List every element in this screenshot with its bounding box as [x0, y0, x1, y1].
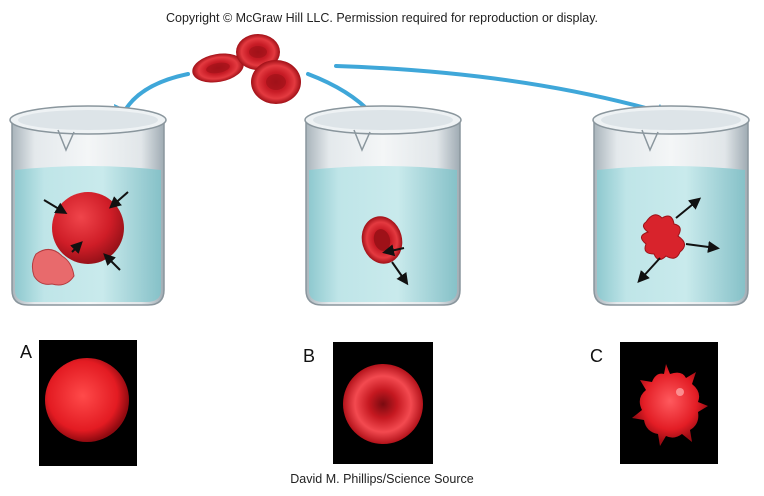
- panel-label-c: C: [590, 346, 603, 366]
- osmosis-diagram: [9, 34, 750, 306]
- crenated-cell: [637, 197, 720, 283]
- crenated-cell-photo: [620, 342, 718, 464]
- photo-credit: David M. Phillips/Science Source: [290, 472, 474, 486]
- swollen-cell: [31, 191, 129, 286]
- panel-label-a: A: [20, 342, 33, 362]
- floating-red-blood-cells: [192, 34, 301, 104]
- normal-cell-photo: [333, 342, 433, 464]
- arrow-to-beaker-a: [122, 72, 190, 114]
- beaker-b: [304, 105, 462, 306]
- arrow-to-beaker-c: [334, 64, 662, 114]
- swollen-cell-photo: [39, 340, 137, 466]
- normal-cell: [361, 216, 409, 286]
- beaker-c: [592, 105, 750, 306]
- panel-label-b: B: [303, 346, 316, 366]
- copyright-notice: Copyright © McGraw Hill LLC. Permission …: [165, 11, 599, 25]
